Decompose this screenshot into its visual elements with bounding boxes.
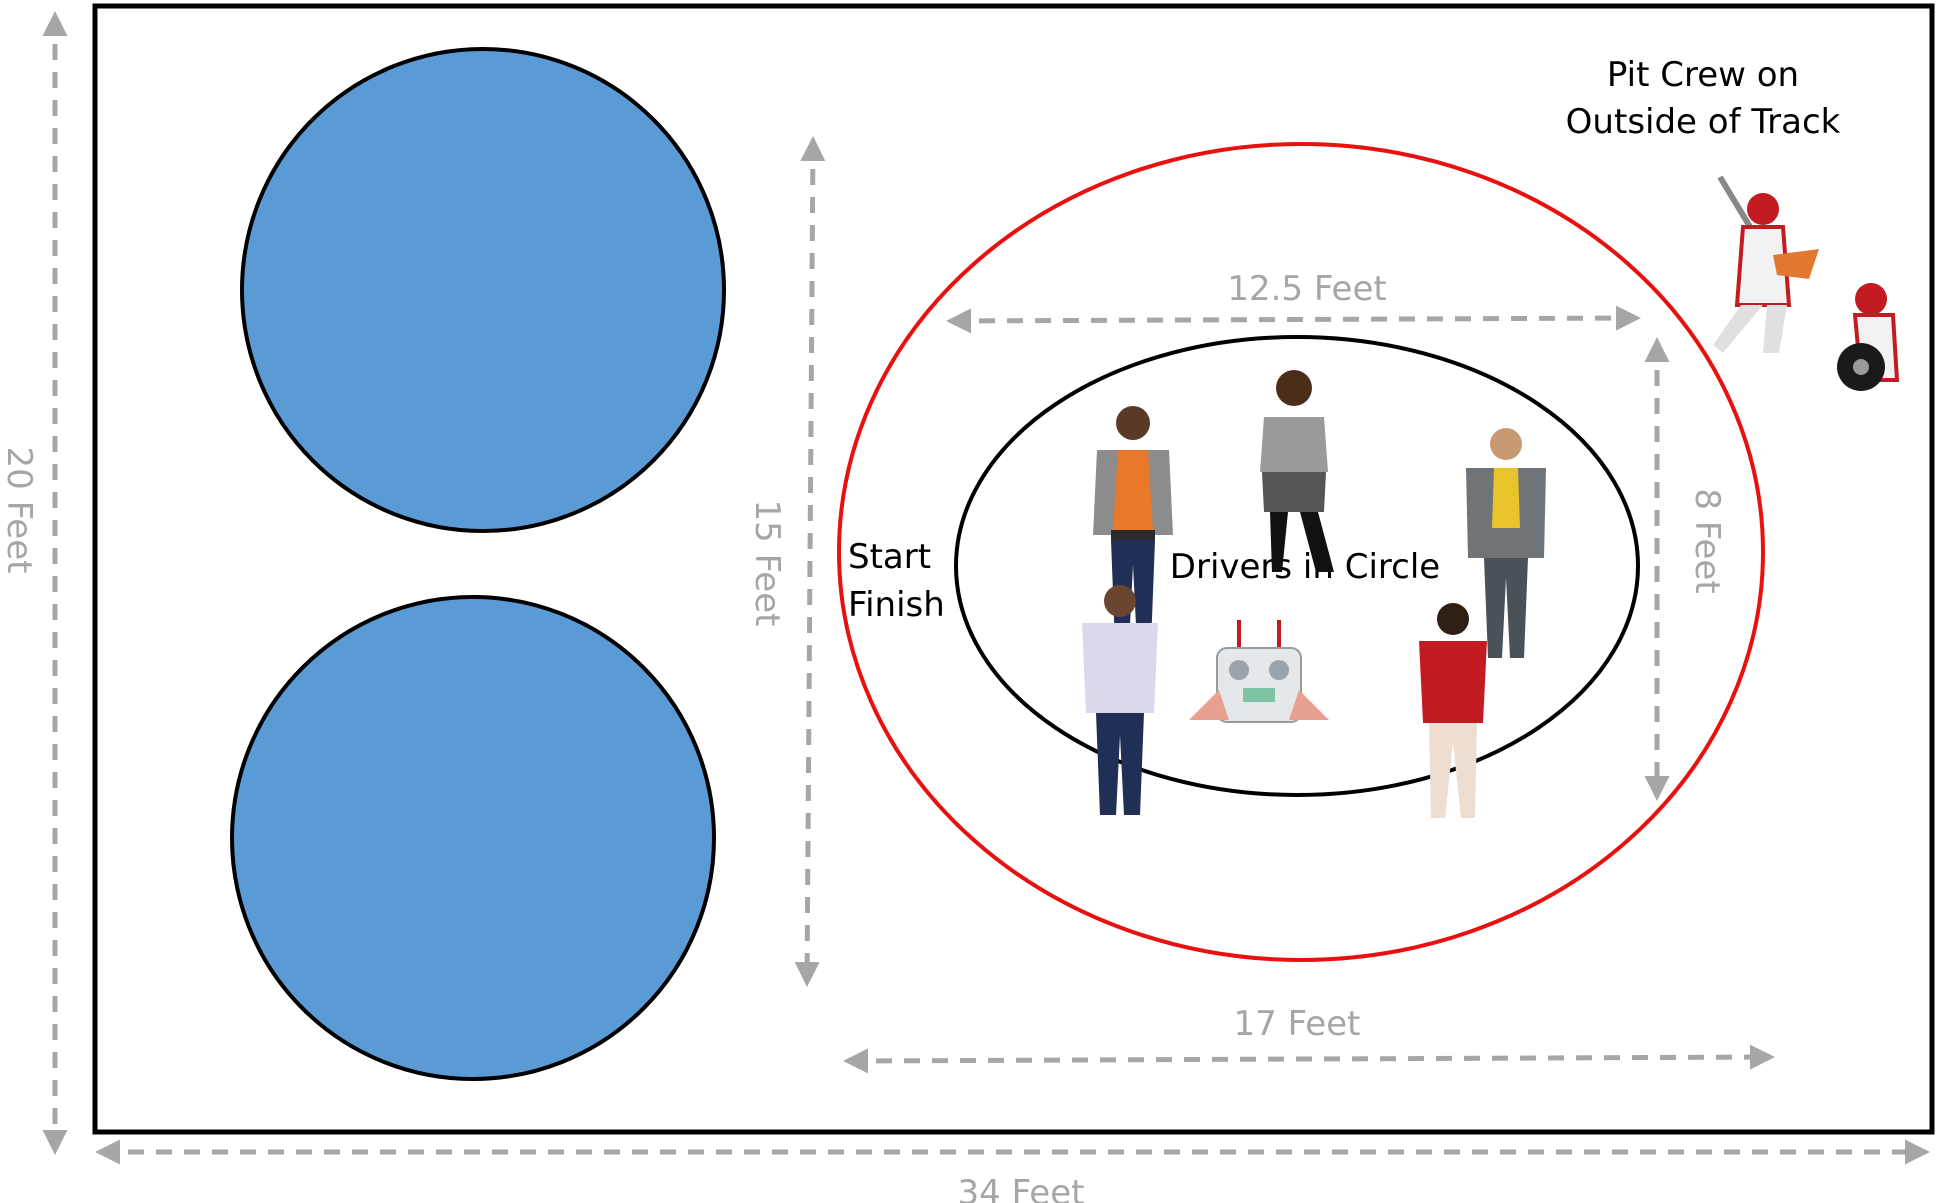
track-height-arrow (794, 136, 826, 987)
circle-width-arrow (946, 305, 1641, 334)
pit-crew-member-icon (1837, 283, 1900, 391)
room-height-label: 20 Feet (0, 447, 39, 574)
drivers-label: Drivers in Circle (1170, 547, 1440, 587)
circle-height-label: 8 Feet (1687, 488, 1727, 593)
start-label: Start (848, 537, 931, 577)
table-circle-bottom (230, 595, 716, 1081)
track-height-label: 15 Feet (747, 500, 787, 627)
room-width-label: 34 Feet (958, 1173, 1085, 1203)
person-icon (1093, 406, 1173, 645)
table-circle-top (240, 47, 726, 533)
race-track (837, 142, 1765, 962)
finish-label: Finish (848, 585, 945, 625)
track-width-arrow (843, 1044, 1775, 1074)
pit-crew-label-line1: Pit Crew on (1607, 55, 1799, 95)
person-icon (1082, 585, 1158, 815)
track-width-label: 17 Feet (1234, 1004, 1361, 1044)
circle-width-label: 12.5 Feet (1227, 269, 1386, 309)
person-icon (1260, 370, 1334, 572)
person-icon (1419, 603, 1487, 818)
rc-controller-icon (1189, 620, 1329, 723)
pit-crew-label-line2: Outside of Track (1566, 102, 1841, 142)
pit-crew-member-icon (1713, 175, 1819, 353)
person-icon (1466, 428, 1546, 658)
